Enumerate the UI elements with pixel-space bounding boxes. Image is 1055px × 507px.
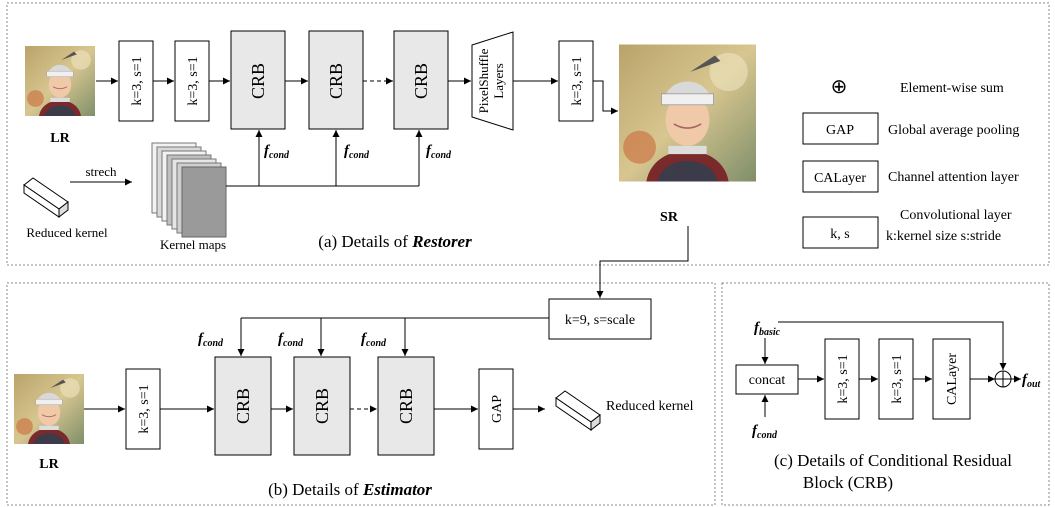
kernel-maps-stack xyxy=(151,142,227,238)
restorer-crb3-label: CRB xyxy=(411,63,431,99)
estimator-crb1-label: CRB xyxy=(233,388,253,424)
estimator-conv-scale xyxy=(548,298,652,340)
lr-image xyxy=(25,45,95,117)
restorer-crb1-label: CRB xyxy=(248,63,268,99)
crb-concat-label: concat xyxy=(749,373,786,388)
lr-label: LR xyxy=(50,131,70,146)
crb-caption-line-1: (c) Details of Conditional Residual xyxy=(774,451,1012,470)
legend-conv-desc-1: Convolutional layer xyxy=(900,208,1012,223)
estimator-gap xyxy=(478,368,514,450)
legend-conv-box xyxy=(802,216,879,249)
estimator-lr-image xyxy=(14,373,84,445)
estimator-reduced-kernel-icon xyxy=(555,390,601,432)
legend-gap-desc: Global average pooling xyxy=(888,123,1019,138)
estimator-crb3-label: CRB xyxy=(396,388,416,424)
restorer-panel: LR k=3, s=1 k=3, s=1 CRB CRB CRB PixelSh… xyxy=(23,30,756,252)
crb-fbasic: fbasic xyxy=(754,320,781,338)
restorer-fcond-1: fcond xyxy=(264,143,290,161)
crb-caption-line-2: Block (CRB) xyxy=(803,473,893,492)
crb-calayer-label: CALayer xyxy=(945,353,960,405)
legend-conv-label: k, s xyxy=(830,227,849,242)
estimator-conv1 xyxy=(125,368,161,450)
restorer-conv1-label: k=3, s=1 xyxy=(130,56,145,105)
sr-image xyxy=(619,43,756,183)
estimator-conv-scale-label: k=9, s=scale xyxy=(565,313,635,328)
estimator-crb2-label: CRB xyxy=(312,388,332,424)
estimator-conv1-label: k=3, s=1 xyxy=(137,384,152,433)
estimator-fcond-1: fcond xyxy=(198,331,224,349)
estimator-gap-label: GAP xyxy=(490,395,505,423)
stretch-label: strech xyxy=(85,164,117,179)
crb-fout: fout xyxy=(1022,372,1042,390)
estimator-panel: k=9, s=scale fcond fcond fcond LR k=3, s… xyxy=(14,298,694,499)
estimator-crb2 xyxy=(293,356,351,456)
pixelshuffle-label-1: PixelShuffle xyxy=(476,48,491,113)
estimator-crb3 xyxy=(377,356,435,456)
restorer-fcond-3: fcond xyxy=(426,143,452,161)
pixelshuffle-label-2: Layers xyxy=(491,63,506,98)
crb-conv1-label: k=3, s=1 xyxy=(836,354,851,403)
sr-label: SR xyxy=(660,210,679,225)
legend: ⊕ Element-wise sum GAP Global average po… xyxy=(802,76,1019,249)
restorer-caption: (a) Details of Restorer xyxy=(318,232,472,251)
estimator-lr-label: LR xyxy=(39,457,59,472)
restorer-frame xyxy=(6,2,1050,266)
estimator-fcond-3: fcond xyxy=(361,331,387,349)
legend-gap-box xyxy=(802,112,879,145)
crb-conv2 xyxy=(878,338,914,420)
restorer-conv3 xyxy=(558,40,594,122)
estimator-crb1 xyxy=(214,356,272,456)
restorer-conv2 xyxy=(174,40,210,122)
crb-sum-node xyxy=(994,370,1012,388)
estimator-fcond-2: fcond xyxy=(278,331,304,349)
legend-ca-desc: Channel attention layer xyxy=(888,170,1019,185)
restorer-fcond-2: fcond xyxy=(344,143,370,161)
pixelshuffle-block xyxy=(471,31,514,131)
crb-calayer xyxy=(932,338,971,420)
crb-concat xyxy=(735,364,799,395)
restorer-crb2-label: CRB xyxy=(326,63,346,99)
estimator-frame xyxy=(6,282,716,506)
restorer-crb3 xyxy=(393,30,449,130)
kernel-maps-label: Kernel maps xyxy=(160,237,226,252)
estimator-reduced-kernel-label: Reduced kernel xyxy=(606,399,694,414)
crb-conv2-label: k=3, s=1 xyxy=(890,354,905,403)
restorer-conv2-label: k=3, s=1 xyxy=(186,56,201,105)
crb-fcond: fcond xyxy=(752,423,778,441)
restorer-conv1 xyxy=(118,40,154,122)
legend-sum-symbol: ⊕ xyxy=(831,76,848,98)
legend-sum-desc: Element-wise sum xyxy=(900,81,1004,96)
restorer-crb1 xyxy=(230,30,286,130)
restorer-conv3-label: k=3, s=1 xyxy=(570,56,585,105)
legend-conv-desc-2: k:kernel size s:stride xyxy=(886,229,1001,244)
restorer-reduced-kernel-label: Reduced kernel xyxy=(26,225,108,240)
crb-detail-frame xyxy=(721,282,1050,506)
restorer-crb2 xyxy=(308,30,364,130)
legend-ca-label: CALayer xyxy=(814,171,866,186)
reduced-kernel-icon xyxy=(23,177,69,219)
legend-ca-box xyxy=(802,160,879,193)
legend-gap-label: GAP xyxy=(826,123,854,138)
crb-detail-panel: fbasic concat fcond k=3, s=1 k=3, s=1 CA… xyxy=(735,320,1042,492)
estimator-caption: (b) Details of Estimator xyxy=(268,480,432,499)
